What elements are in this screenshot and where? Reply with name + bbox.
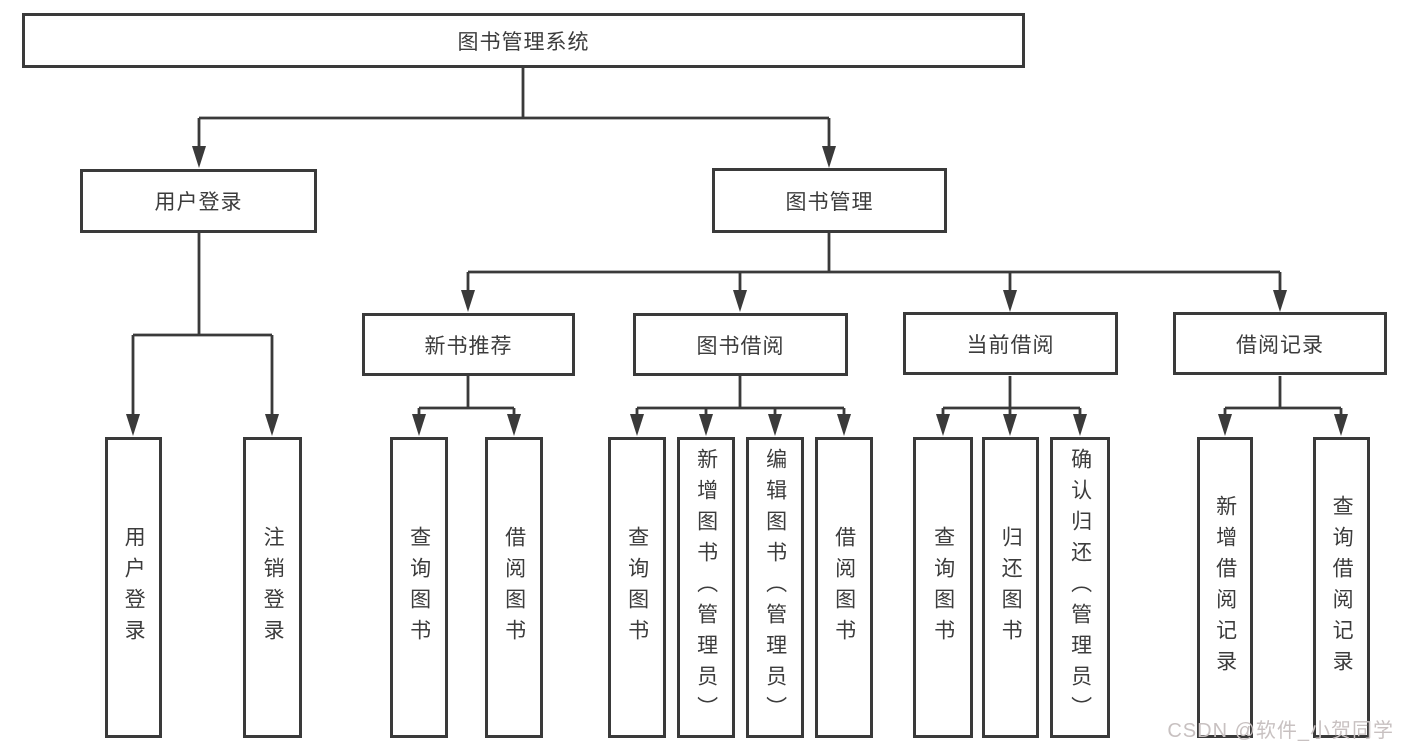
arrowhead-icon bbox=[1218, 414, 1232, 436]
leaf-query-books-borrow: 查询图书 bbox=[608, 437, 666, 738]
arrowhead-icon bbox=[699, 414, 713, 436]
arrowhead-icon bbox=[1273, 290, 1287, 312]
arrowhead-icon bbox=[822, 146, 836, 168]
node-book-management: 图书管理 bbox=[712, 168, 947, 233]
leaf-edit-books-admin: 编辑图书（管理员） bbox=[746, 437, 804, 738]
node-label: 新书推荐 bbox=[424, 334, 513, 358]
node-label: 查询图书 bbox=[625, 525, 649, 650]
connector-root-to-level2 bbox=[192, 68, 836, 168]
node-label: 借阅记录 bbox=[1236, 333, 1324, 357]
node-label: 图书管理系统 bbox=[457, 30, 590, 54]
arrowhead-icon bbox=[507, 414, 521, 436]
leaf-add-books-admin: 新增图书（管理员） bbox=[677, 437, 735, 738]
leaf-query-books-recommend: 查询图书 bbox=[390, 437, 448, 738]
node-label: 查询图书 bbox=[931, 525, 955, 650]
node-label: 当前借阅 bbox=[966, 333, 1055, 357]
arrowhead-icon bbox=[461, 290, 475, 312]
connector-borrow-records-branch bbox=[1218, 376, 1348, 436]
node-current-borrow: 当前借阅 bbox=[903, 312, 1118, 375]
node-label: 新增借阅记录 bbox=[1213, 494, 1237, 681]
arrowhead-icon bbox=[1334, 414, 1348, 436]
node-new-book-recommend: 新书推荐 bbox=[362, 313, 575, 376]
arrowhead-icon bbox=[733, 290, 747, 312]
leaf-query-books-current: 查询图书 bbox=[913, 437, 973, 738]
leaf-user-login: 用户登录 bbox=[105, 437, 162, 738]
node-borrow-records: 借阅记录 bbox=[1173, 312, 1387, 375]
leaf-confirm-return-admin: 确认归还（管理员） bbox=[1050, 437, 1110, 738]
arrowhead-icon bbox=[630, 414, 644, 436]
arrowhead-icon bbox=[1003, 414, 1017, 436]
arrowhead-icon bbox=[192, 146, 206, 168]
node-label: 确认归还（管理员） bbox=[1068, 448, 1092, 727]
arrowhead-icon bbox=[1003, 290, 1017, 312]
node-label: 借阅图书 bbox=[832, 525, 856, 650]
leaf-borrow-books: 借阅图书 bbox=[815, 437, 873, 738]
connector-book-management-to-level3 bbox=[461, 233, 1287, 312]
leaf-borrow-books-recommend: 借阅图书 bbox=[485, 437, 543, 738]
arrowhead-icon bbox=[1073, 414, 1087, 436]
connector-user-login-branch bbox=[126, 233, 279, 436]
node-label: 查询借阅记录 bbox=[1330, 494, 1354, 681]
node-label: 新增图书（管理员） bbox=[694, 448, 718, 727]
leaf-add-borrow-record: 新增借阅记录 bbox=[1197, 437, 1253, 738]
connector-current-borrow-branch bbox=[936, 376, 1087, 436]
node-label: 用户登录 bbox=[154, 191, 243, 214]
node-label: 归还图书 bbox=[999, 525, 1023, 650]
arrowhead-icon bbox=[412, 414, 426, 436]
arrowhead-icon bbox=[936, 414, 950, 436]
leaf-query-borrow-record: 查询借阅记录 bbox=[1313, 437, 1370, 738]
connector-book-borrow-branch bbox=[630, 376, 851, 436]
arrowhead-icon bbox=[768, 414, 782, 436]
arrowhead-icon bbox=[265, 414, 279, 436]
node-label: 图书管理 bbox=[785, 190, 874, 214]
node-label: 查询图书 bbox=[407, 525, 431, 650]
node-book-borrow: 图书借阅 bbox=[633, 313, 848, 376]
node-label: 借阅图书 bbox=[502, 525, 526, 650]
node-label: 编辑图书（管理员） bbox=[763, 448, 787, 727]
arrowhead-icon bbox=[837, 414, 851, 436]
connector-new-book-recommend-branch bbox=[412, 376, 521, 436]
node-label: 用户登录 bbox=[122, 525, 146, 650]
node-user-login: 用户登录 bbox=[80, 169, 317, 233]
leaf-logout: 注销登录 bbox=[243, 437, 302, 738]
node-label: 图书借阅 bbox=[696, 334, 785, 358]
node-root-system: 图书管理系统 bbox=[22, 13, 1025, 68]
arrowhead-icon bbox=[126, 414, 140, 436]
node-label: 注销登录 bbox=[261, 525, 285, 650]
leaf-return-books: 归还图书 bbox=[982, 437, 1039, 738]
watermark-text: CSDN @软件_小贺同学 bbox=[1167, 720, 1394, 742]
